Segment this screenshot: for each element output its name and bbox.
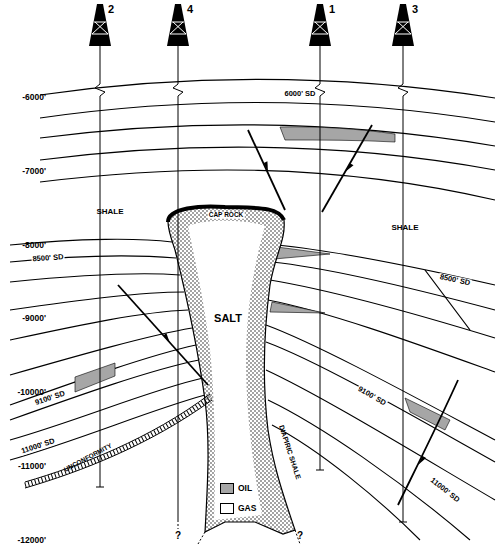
derrick-symbol xyxy=(392,4,414,46)
bed-line xyxy=(272,262,495,310)
bed-label: 8500' SD xyxy=(31,253,64,263)
depth-label: -8000' xyxy=(22,241,46,250)
derrick-symbol xyxy=(167,4,189,46)
bed-line xyxy=(268,300,495,372)
bed-label: 6000' SD xyxy=(284,90,317,98)
fault-arrow xyxy=(163,333,170,343)
derrick-bracing xyxy=(92,22,108,34)
fault-line xyxy=(398,380,458,505)
bed-line xyxy=(266,342,495,462)
salt-dome: SALT xyxy=(165,200,305,545)
bed-label: 11000' SD xyxy=(19,437,56,455)
derrick-symbol xyxy=(309,4,331,46)
bed-label: 8500' SD xyxy=(438,273,472,287)
derrick-bracing xyxy=(395,22,411,34)
depth-label: -7000' xyxy=(22,167,46,176)
bed-lines xyxy=(10,79,495,540)
derrick-bracing xyxy=(312,22,328,34)
bed-line xyxy=(266,370,495,500)
well-bores xyxy=(95,46,408,529)
depth-label: -10000' xyxy=(18,388,47,397)
well-bore xyxy=(95,46,105,487)
well-number: 4 xyxy=(187,4,193,15)
fault-arrow xyxy=(264,161,268,172)
derricks xyxy=(89,4,414,46)
formation-label: DIAPIRIC SHALE xyxy=(278,424,302,480)
well-number: 2 xyxy=(108,4,114,15)
bed-line xyxy=(272,425,420,540)
node-outline xyxy=(165,200,305,545)
faults xyxy=(118,125,470,505)
formation-label: SHALE xyxy=(391,224,418,232)
well-bore xyxy=(315,46,325,470)
bed-line xyxy=(40,125,495,146)
uncertainty-mark: ? xyxy=(175,531,181,541)
fault-line xyxy=(248,130,285,210)
uncertain-boundary xyxy=(198,530,300,544)
bed-line xyxy=(10,345,196,405)
bed-line xyxy=(40,79,495,98)
fault-arrows xyxy=(163,161,426,465)
oil-zone xyxy=(274,247,330,259)
depth-label: -9000' xyxy=(22,314,46,323)
legend-text: GAS xyxy=(238,504,256,513)
fault-arrow xyxy=(345,163,354,172)
well-number: 1 xyxy=(329,4,335,15)
derrick-symbol xyxy=(89,4,111,46)
uncertainty-mark: ? xyxy=(297,531,303,541)
legend-swatch xyxy=(220,483,234,494)
bed-label: 9100' SD xyxy=(356,385,388,408)
bed-line xyxy=(270,280,495,338)
fault-arrow xyxy=(418,456,426,465)
formation-label: SHALE xyxy=(96,208,123,216)
depth-label: -12000' xyxy=(18,536,47,545)
bed-line xyxy=(266,325,495,440)
salt-core xyxy=(188,221,265,520)
oil-zone xyxy=(75,363,115,392)
derrick-bracing xyxy=(170,22,186,34)
structure-label: UNCONFORMITY xyxy=(63,443,113,474)
bed-line xyxy=(10,378,203,440)
legend-text: OIL xyxy=(238,484,252,493)
bed-line xyxy=(10,360,199,420)
diapiric-shale-band xyxy=(168,206,295,534)
bed-line xyxy=(10,310,188,340)
bed-line xyxy=(10,274,180,282)
depth-label: -11000' xyxy=(18,462,46,471)
node-label: SALT xyxy=(214,313,242,324)
fault-line xyxy=(322,125,372,212)
cap-rock xyxy=(168,206,284,222)
bed-label: 11000' SD xyxy=(428,476,462,505)
fault-line xyxy=(118,285,208,385)
well-number: 3 xyxy=(412,4,418,15)
depth-label: -6000' xyxy=(22,93,46,102)
oil-zone xyxy=(405,398,450,430)
well-bore xyxy=(398,46,408,522)
well-bore xyxy=(173,46,183,520)
bed-line xyxy=(10,292,184,310)
oil-zone xyxy=(270,302,325,313)
oil-zone xyxy=(280,127,395,142)
bed-line xyxy=(40,170,495,200)
structure-label: CAP ROCK xyxy=(208,212,245,219)
legend-swatch xyxy=(220,503,234,514)
bed-line xyxy=(40,102,495,122)
well-bore-extension xyxy=(178,520,179,529)
